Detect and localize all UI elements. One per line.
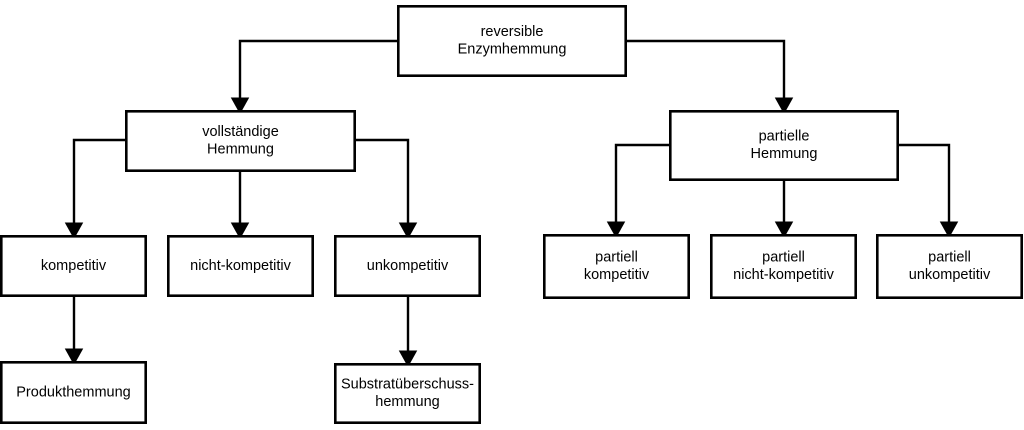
node-box-nicht-kompetitiv	[167, 235, 314, 298]
node-label-partiell-nicht-kompetitiv: nicht-kompetitiv	[733, 267, 834, 283]
node-box-unkompetitiv	[333, 235, 481, 298]
node-label-vollstaendige-hemmung: vollständige	[202, 124, 279, 140]
connector-root-to-vollstaendige	[230, 39, 397, 115]
connector-partielle-to-partiell-unkompetitiv	[899, 143, 959, 239]
node-box-kompetitiv	[0, 235, 147, 298]
node-label-partielle-hemmung: partielle	[759, 129, 810, 145]
connector-root-to-partielle	[627, 39, 794, 115]
node-label-partiell-kompetitiv: partiell	[595, 250, 638, 266]
connector-layer	[64, 39, 959, 368]
node-box-substratueberschusshemmung	[333, 362, 481, 424]
node-kompetitiv[interactable]: kompetitiv	[0, 235, 147, 298]
node-unkompetitiv[interactable]: unkompetitiv	[333, 235, 481, 298]
node-box-partielle-hemmung	[668, 110, 899, 182]
node-label-produkthemmung: Produkthemmung	[16, 384, 130, 400]
node-label-partiell-kompetitiv: kompetitiv	[584, 267, 650, 283]
node-label-partielle-hemmung: Hemmung	[751, 146, 818, 162]
node-label-substratueberschusshemmung: Substratüberschuss-	[341, 377, 474, 393]
node-nicht-kompetitiv[interactable]: nicht-kompetitiv	[167, 235, 314, 298]
connector-vollstaendige-to-unkompetitiv	[356, 138, 418, 240]
node-box-partiell-kompetitiv	[542, 234, 690, 300]
node-box-reversible-enzymhemmung	[396, 5, 627, 78]
node-label-partiell-unkompetitiv: unkompetitiv	[909, 267, 991, 283]
node-label-kompetitiv: kompetitiv	[41, 258, 107, 274]
node-box-partiell-nicht-kompetitiv	[709, 234, 857, 300]
node-label-partiell-unkompetitiv: partiell	[928, 250, 971, 266]
node-label-partiell-nicht-kompetitiv: partiell	[762, 250, 805, 266]
connector-partielle-to-partiell-kompetitiv	[606, 143, 669, 239]
node-produkthemmung[interactable]: Produkthemmung	[0, 360, 147, 424]
node-substratueberschusshemmung[interactable]: Substratüberschuss-hemmung	[333, 362, 481, 424]
node-label-substratueberschusshemmung: hemmung	[375, 394, 439, 410]
node-box-partiell-unkompetitiv	[875, 234, 1023, 300]
connector-vollstaendige-to-kompetitiv	[64, 138, 125, 240]
node-label-reversible-enzymhemmung: Enzymhemmung	[458, 42, 567, 58]
node-label-vollstaendige-hemmung: Hemmung	[207, 142, 274, 158]
node-label-reversible-enzymhemmung: reversible	[481, 24, 544, 40]
node-label-nicht-kompetitiv: nicht-kompetitiv	[190, 258, 291, 274]
node-box-produkthemmung	[0, 360, 147, 424]
node-label-unkompetitiv: unkompetitiv	[367, 258, 449, 274]
node-box-vollstaendige-hemmung	[125, 110, 356, 173]
